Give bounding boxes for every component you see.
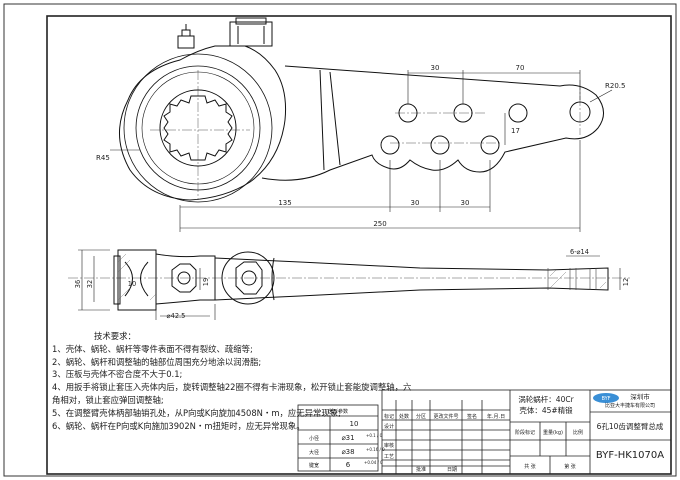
tb-weight: 重量(kg) (543, 429, 563, 436)
arm-holes (380, 103, 528, 155)
dim-30-top: 30 (431, 64, 440, 72)
top-view (110, 17, 613, 232)
arm-outline (261, 65, 604, 181)
tb-header-count: 处数 (399, 413, 409, 420)
spline-table-title: 齿形参数 (328, 408, 348, 415)
side-view-dimensions: 36 32 19 10 ⌀42.5 6-⌀14 12 (74, 248, 630, 320)
dim-250: 250 (373, 220, 386, 228)
note-line-4: 4、用扳手将锁止套压入壳体内后，旋转调整轴22圈不得有卡滞现象，松开锁止套能旋调… (52, 382, 412, 393)
spline-row-4-label: 键宽 (309, 462, 319, 469)
tb-sign-process: 工艺 (384, 454, 394, 460)
housing-outline (119, 45, 286, 201)
drawing-number: BYF-HK1070A (596, 450, 664, 461)
spline-row-3-tol: +0.16 / 0 (366, 447, 385, 452)
tb-header-date: 年.月.日 (487, 413, 505, 420)
note-line-7: 6、蜗轮、蜗杆在P向或K向施加3902N・m扭矩时，应无异常现象。 (52, 420, 305, 431)
dim-17: 17 (511, 127, 520, 135)
spline-row-3-label: 大径 (309, 449, 319, 456)
spline-row-2-tol: +0.1 / 0 (366, 433, 383, 438)
dim-30-bottom-a: 30 (411, 199, 420, 207)
material-worm: 涡轮蜗杆：40Cr (518, 394, 574, 404)
dim-32: 32 (86, 280, 94, 288)
tb-date-label: 日期 (447, 467, 457, 473)
spline-row-2-value: ⌀31 (341, 434, 354, 442)
spline-row-4-value: 6 (346, 461, 351, 469)
spline-hub (159, 89, 237, 167)
tb-sign-approve: 批准 (416, 466, 426, 473)
tb-sheets-total: 共 张 (524, 463, 536, 470)
spline-row-1-value: 10 (350, 420, 359, 428)
tb-header-zone: 分区 (416, 413, 426, 420)
dim-30-bottom-b: 30 (461, 199, 470, 207)
spline-row-2-label: 小径 (309, 435, 319, 442)
spline-row-4-tol: +0.04 / 0 (364, 460, 383, 465)
tb-scale: 比例 (573, 429, 583, 436)
dim-70-top: 70 (516, 64, 525, 72)
top-view-dimensions: 30 70 R20.5 17 R45 135 30 30 250 (96, 64, 625, 228)
dim-d42-5: ⌀42.5 (167, 312, 186, 320)
company-name-full: 比亚大丰捷车有限公司 (605, 402, 655, 409)
tb-sign-review: 审核 (384, 442, 394, 449)
dim-10: 10 (128, 280, 136, 288)
drawing-border (46, 15, 672, 475)
drawing-frame (3, 3, 677, 477)
note-line-3: 3、压板与壳体不密合度不大于0.1; (52, 369, 183, 380)
tb-sheet-number: 第 张 (564, 463, 576, 470)
spline-table: 齿形参数 10 小径 ⌀31 +0.1 / 0 大径 ⌀38 +0.16 / 0… (297, 404, 385, 472)
tb-sign-design: 设计 (384, 423, 394, 430)
dim-19: 19 (202, 278, 210, 286)
note-line-1: 1、壳体、蜗轮、蜗杆等零件表面不得有裂纹、疏缩等; (52, 343, 253, 354)
part-name: 6孔10齿调整臂总成 (597, 421, 664, 431)
dim-135: 135 (278, 199, 291, 207)
material-housing: 壳体：45#精锻 (519, 405, 573, 415)
hex-nut (171, 263, 197, 293)
title-block: 涡轮蜗杆：40Cr 壳体：45#精锻 标记 处数 分区 更改文件号 签名 年.月… (381, 389, 672, 475)
dim-r20-5: R20.5 (605, 82, 625, 90)
company-logo-text: BYF (601, 396, 610, 402)
tb-header-mark: 标记 (384, 413, 394, 420)
dim-6-d14: 6-⌀14 (570, 248, 589, 256)
note-line-5: 角相对，锁止套应弹回调整轴; (52, 394, 164, 405)
dim-36: 36 (74, 280, 82, 288)
note-line-6: 5、在调整臂壳体柄部轴销孔处，从P向或K向旋加4508N・m，应无异常现象; (52, 407, 341, 418)
technical-requirements: 技术要求： 1、壳体、蜗轮、蜗杆等零件表面不得有裂纹、疏缩等; 2、蜗轮、蜗杆和… (52, 330, 412, 432)
tb-header-sign: 签名 (467, 413, 477, 420)
dim-12: 12 (622, 278, 630, 286)
notes-title: 技术要求： (94, 331, 136, 341)
spline-row-3-value: ⌀38 (341, 448, 354, 456)
side-view (68, 249, 630, 320)
note-line-2: 2、蜗轮、蜗杆和调整轴的轴部位周围充分地涂以润滑脂; (52, 356, 262, 367)
dim-r45: R45 (96, 154, 110, 162)
tb-header-change: 更改文件号 (433, 413, 458, 420)
company-name: 深圳市 (630, 392, 650, 401)
tb-stage-mark: 阶段标记 (515, 429, 535, 436)
company-logo (593, 393, 619, 403)
